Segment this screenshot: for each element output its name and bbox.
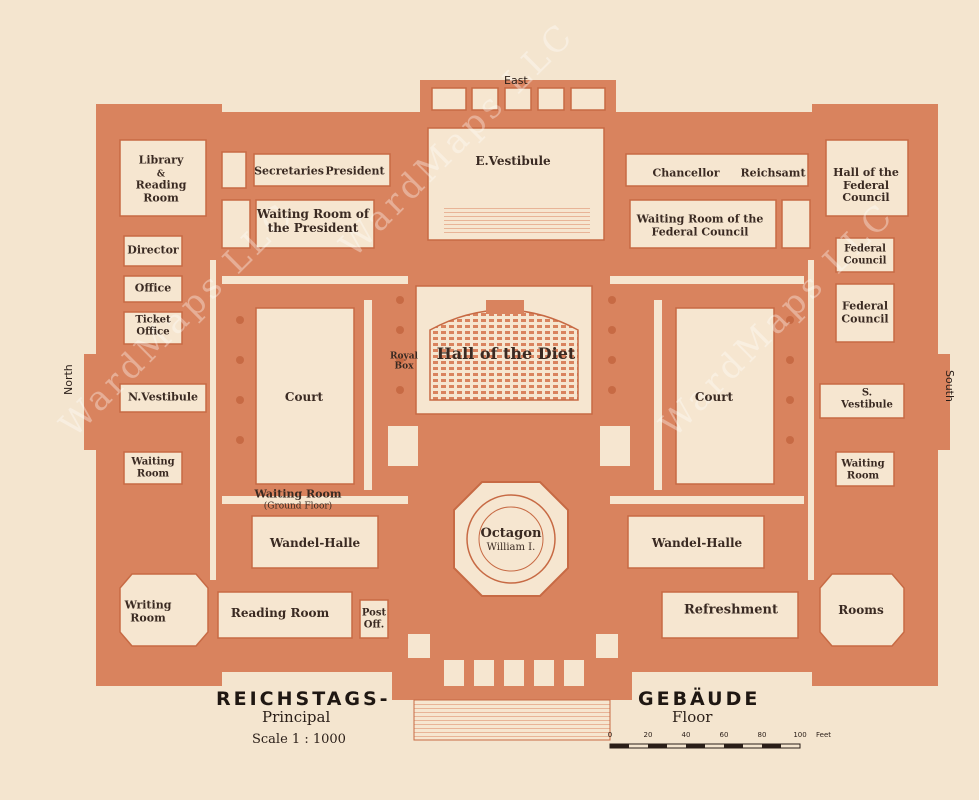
room-s-vestibule: S.Vestibule	[841, 387, 893, 411]
scale-tick: 100	[793, 731, 807, 739]
room-reading-room: Reading Room	[230, 606, 330, 621]
direction-south: South	[943, 370, 956, 402]
scale-tick: 20	[643, 731, 653, 739]
room-reichsamt: Reichsamt	[740, 166, 806, 180]
title-left: REICHSTAGS-	[216, 688, 391, 710]
room-wandel-halle-right: Wandel-Halle	[651, 536, 743, 551]
east-stairs	[444, 206, 590, 236]
scale-tick: 60	[719, 731, 729, 739]
scale-tick: 80	[757, 731, 767, 739]
room-waiting-ground: Waiting Room(Ground Floor)	[254, 487, 342, 512]
scale-text: Scale 1 : 1000	[252, 732, 346, 747]
corridors	[210, 260, 814, 580]
scale-unit: Feet	[816, 731, 832, 739]
room-secretaries: Secretaries	[254, 164, 324, 178]
room-president: President	[325, 164, 385, 178]
octagon-hall	[442, 470, 580, 608]
west-stairs	[413, 699, 611, 741]
room-e-vestibule: E.Vestibule	[475, 154, 551, 169]
diet-seating	[429, 300, 579, 401]
subtitle-right: Floor	[672, 708, 713, 726]
room-wandel-halle-left: Wandel-Halle	[269, 536, 361, 551]
scale-tick: 0	[607, 731, 613, 739]
room-office: Office	[134, 281, 172, 295]
room-court-left: Court	[284, 390, 324, 405]
room-court-right: Court	[694, 390, 734, 405]
room-hall-of-the-diet: Hall of the Diet	[436, 343, 576, 363]
columns	[236, 296, 794, 444]
subtitle-left: Principal	[262, 708, 331, 726]
direction-north: North	[62, 364, 75, 395]
west-portico-bays	[408, 634, 618, 686]
direction-east: East	[504, 74, 528, 87]
room-n-vestibule: N.Vestibule	[127, 390, 199, 404]
scale-tick: 40	[681, 731, 691, 739]
room-rooms: Rooms	[838, 603, 884, 618]
scale-bar	[609, 743, 801, 749]
title-right: GEBÄUDE	[638, 688, 761, 710]
room-chancellor: Chancellor	[652, 166, 720, 180]
room-refreshment: Refreshment	[683, 602, 779, 618]
room-director: Director	[127, 243, 179, 257]
